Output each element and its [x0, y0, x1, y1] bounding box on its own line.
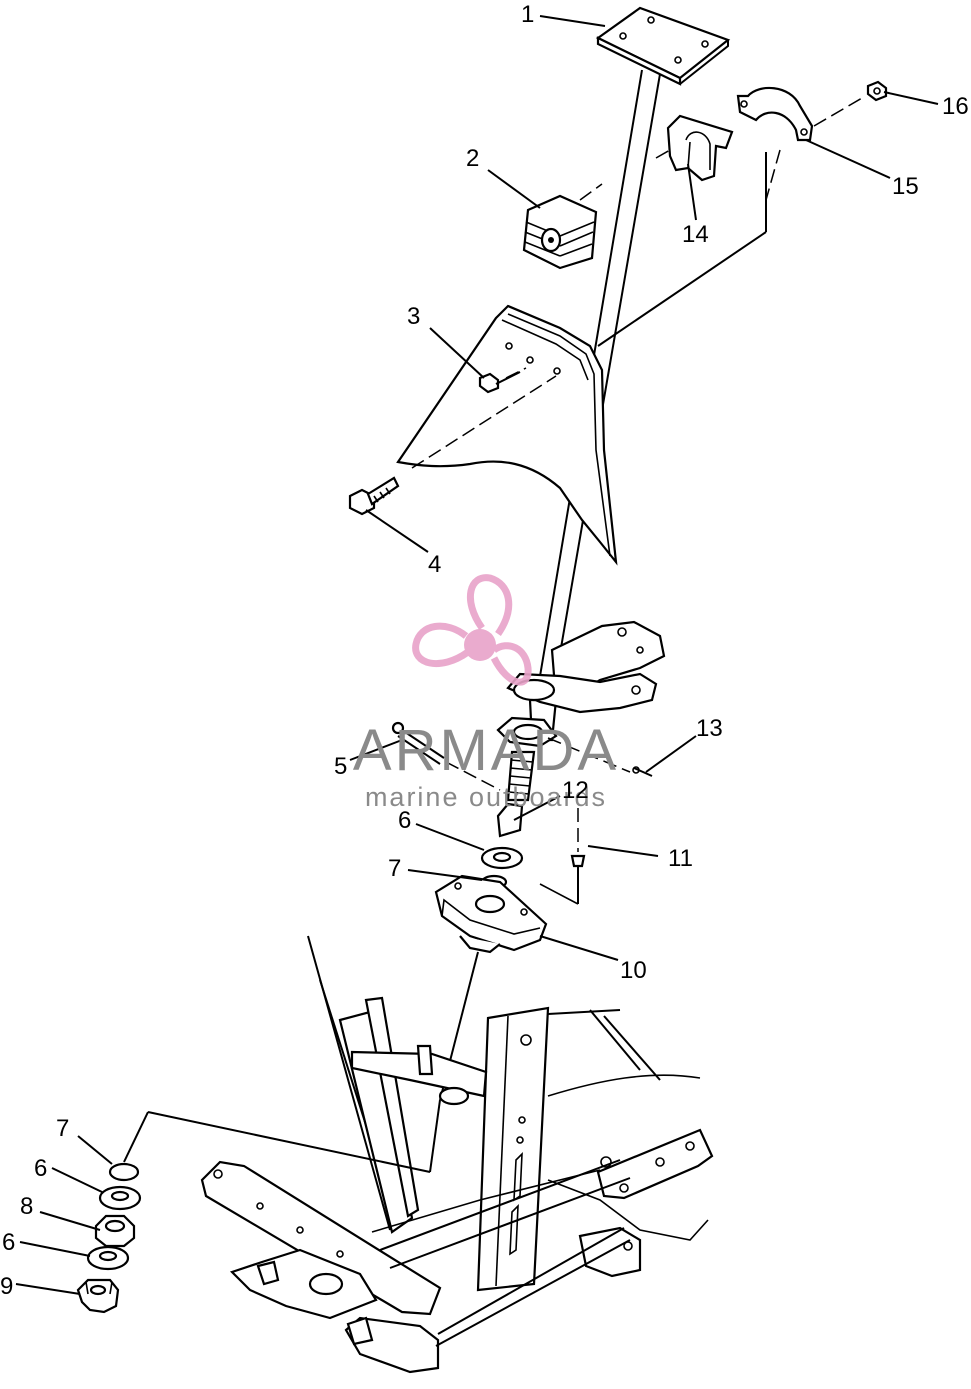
chassis-frame: [200, 935, 714, 1374]
part-6-washer-lower-2: [86, 1245, 130, 1271]
callout-11: 11: [668, 845, 693, 872]
part-6-washer-lower-1: [98, 1185, 142, 1211]
callout-1: 1: [521, 1, 534, 28]
callout-3: 3: [407, 303, 420, 330]
part-2-bushing: [522, 183, 603, 270]
part-16-nut: [866, 80, 888, 102]
callout-14: 14: [682, 221, 709, 248]
part-14-bushing: [655, 114, 734, 182]
part-10-bearing-housing: [434, 874, 548, 954]
leader-lines: [15, 15, 939, 1295]
callout-6-lower-1: 6: [34, 1155, 47, 1182]
part-15-clamp: [736, 86, 863, 142]
steering-arm-plate: [496, 620, 666, 773]
callout-6-lower-2: 6: [2, 1229, 15, 1256]
part-6-washer-upper: [480, 846, 524, 870]
callout-7-lower: 7: [56, 1115, 69, 1142]
assembly-line: [765, 149, 781, 201]
callout-7: 7: [388, 855, 401, 882]
callout-8: 8: [20, 1193, 33, 1220]
callout-13: 13: [696, 715, 723, 742]
assembly-line: [429, 1099, 441, 1173]
part-5-long-bolt: [391, 721, 501, 791]
callout-10: 10: [620, 957, 647, 984]
part-4-bolt: [348, 476, 400, 516]
part-3-screw: [478, 367, 527, 394]
callout-12: 12: [562, 777, 589, 804]
callout-15: 15: [892, 173, 919, 200]
callout-5: 5: [334, 753, 347, 780]
watermark-brand: ARMADA: [353, 718, 619, 783]
assembly-line: [123, 1111, 149, 1163]
part-8-nut: [94, 1214, 136, 1248]
assembly-line: [147, 1111, 431, 1173]
watermark-tagline: marine outboards: [365, 782, 607, 812]
callout-2: 2: [466, 145, 479, 172]
callout-4: 4: [428, 551, 441, 578]
propeller-logo-icon: [412, 574, 532, 686]
callout-6: 6: [398, 807, 411, 834]
part-13-cotter-pin: [632, 766, 653, 777]
assembly-line: [597, 231, 767, 347]
callout-16: 16: [942, 93, 969, 120]
lower-shaft: [496, 750, 536, 838]
steering-cover-panel: [396, 304, 618, 566]
part-1-mount-plate: [595, 6, 731, 86]
callout-9: 9: [0, 1273, 13, 1300]
part-7-oring-lower: [108, 1162, 140, 1182]
part-11-screw: [539, 808, 586, 905]
part-9-castle-nut: [76, 1278, 120, 1314]
